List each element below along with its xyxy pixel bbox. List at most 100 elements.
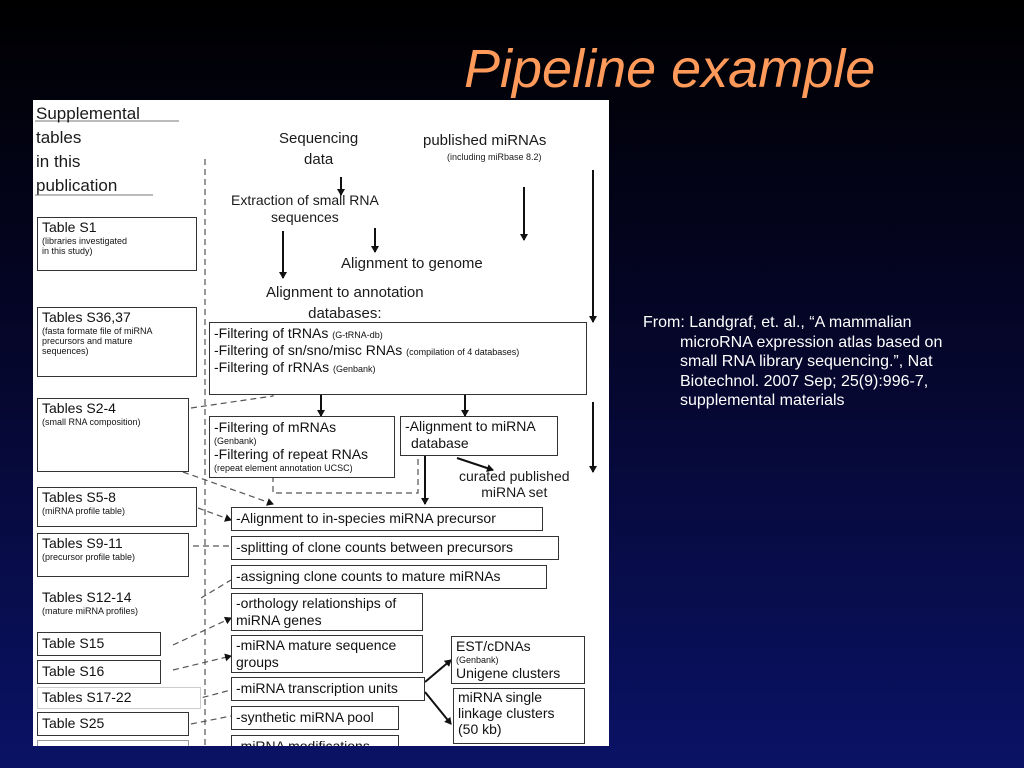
filter-repeat-sub: (repeat element annotation UCSC) — [214, 463, 353, 473]
splitting-box: -splitting of clone counts between precu… — [231, 536, 559, 560]
text-line: -synthetic miRNA pool — [236, 709, 374, 725]
alignment-annotation-step: Alignment to annotation databases: — [266, 282, 424, 324]
citation-line: small RNA library sequencing.”, Nat — [680, 353, 933, 370]
sequencing-data-label: Sequencing data — [279, 128, 358, 170]
dashed-connectors — [172, 159, 419, 746]
text-line: databases: — [308, 305, 382, 322]
text-line: -Alignment to in-species miRNA precursor — [236, 510, 496, 526]
table-extra-box — [37, 740, 189, 746]
filter-rrna-sub: (Genbank) — [333, 364, 376, 374]
modifications-box: -miRNA modifications — [231, 735, 399, 746]
table-s16-box: Table S16 — [37, 660, 161, 684]
table-label: Tables S5-8 — [42, 489, 116, 505]
header-line: in this — [36, 152, 81, 171]
alignment-genome-step: Alignment to genome — [341, 255, 483, 272]
text-line: -assigning clone counts to mature miRNAs — [236, 568, 501, 584]
citation-line: Biotechnol. 2007 Sep; 25(9):996-7, — [680, 372, 929, 390]
orthology-box: -orthology relationships of miRNA genes — [231, 593, 423, 631]
table-label: Table S15 — [42, 635, 105, 651]
table-sub: sequences) — [42, 346, 89, 356]
table-s25-box: Table S25 — [37, 712, 189, 736]
table-label: Table S16 — [42, 663, 105, 679]
align-mirna-db-box: -Alignment to miRNA database — [400, 416, 558, 456]
header-line: tables — [36, 128, 82, 147]
table-sub: (libraries investigated — [42, 236, 128, 246]
text-line: -Alignment to miRNA — [405, 418, 536, 434]
linkage-clusters-box: miRNA single linkage clusters (50 kb) — [453, 688, 585, 744]
text-line: Unigene clusters — [456, 665, 561, 681]
slide-title: Pipeline example — [464, 39, 876, 99]
header-line: Supplemental — [36, 104, 140, 123]
text-line: curated published — [459, 468, 570, 484]
citation-line: microRNA expression atlas based on — [680, 333, 943, 351]
table-s9-box: Tables S9-11 (precursor profile table) — [37, 533, 189, 577]
text-line: -orthology relationships of — [236, 595, 397, 611]
table-s2-box: Tables S2-4 (small RNA composition) — [37, 398, 189, 472]
text-line: Sequencing — [279, 130, 359, 147]
arrow-tu-linkage — [424, 691, 452, 725]
filter-rrna: -Filtering of rRNAs — [214, 359, 330, 375]
table-s1-box: Table S1 (libraries investigated in this… — [37, 217, 197, 271]
filter-mrna-sub: (Genbank) — [214, 436, 257, 446]
text-line: miRNA set — [481, 484, 548, 500]
text-line: EST/cDNAs — [456, 638, 531, 654]
table-label: Table S25 — [42, 715, 105, 731]
table-sub: (mature miRNA profiles) — [42, 606, 139, 616]
table-label: Tables S2-4 — [42, 400, 116, 416]
table-s17-box: Tables S17-22 — [37, 687, 201, 709]
table-s5-box: Tables S5-8 (miRNA profile table) — [37, 487, 197, 527]
filter-trna: -Filtering of tRNAs — [214, 325, 329, 341]
table-sub: (precursor profile table) — [42, 552, 136, 562]
published-mirnas-sub: (including miRbase 8.2) — [447, 152, 542, 162]
curated-mirna-set: curated published miRNA set — [459, 468, 570, 500]
filter-repeat: -Filtering of repeat RNAs — [214, 446, 369, 462]
filter-sno: -Filtering of sn/sno/misc RNAs — [214, 342, 403, 358]
table-label: Table S1 — [42, 219, 97, 235]
est-sub: (Genbank) — [456, 655, 499, 665]
text-line: sequences — [271, 209, 339, 225]
text-line: -miRNA transcription units — [236, 680, 398, 696]
extraction-step: Extraction of small RNA sequences — [231, 192, 379, 226]
filter-trna-sub: (G-tRNA-db) — [332, 330, 383, 340]
mature-groups-box: -miRNA mature sequence groups — [231, 635, 423, 673]
arrow-db-curated — [456, 457, 494, 472]
table-sub: (miRNA profile table) — [42, 506, 126, 516]
table-s15-box: Table S15 — [37, 632, 161, 656]
transcription-units-box: -miRNA transcription units — [231, 677, 425, 701]
arrow-tu-est — [424, 659, 452, 683]
table-sub: in this study) — [42, 246, 93, 256]
filter-mrna: -Filtering of mRNAs — [214, 419, 337, 435]
text-line: groups — [236, 654, 279, 670]
table-label: Tables S17-22 — [42, 689, 132, 705]
align-precursor-box: -Alignment to in-species miRNA precursor — [231, 507, 543, 531]
text-line: Extraction of small RNA — [231, 192, 379, 208]
table-sub: precursors and mature — [42, 336, 133, 346]
citation-text: From: Landgraf, et. al., “A mammalian mi… — [643, 313, 1013, 411]
citation-line: From: Landgraf, et. al., “A mammalian — [643, 314, 912, 331]
header-line: publication — [36, 176, 118, 195]
text-line: miRNA single — [458, 689, 543, 705]
text-line: database — [411, 435, 469, 451]
mrna-repeat-filter-box: -Filtering of mRNAs (Genbank) -Filtering… — [209, 416, 395, 478]
text-line: linkage clusters — [458, 705, 555, 721]
table-s12-box: Tables S12-14 (mature miRNA profiles) — [37, 587, 201, 627]
table-sub: (small RNA composition) — [42, 417, 141, 427]
table-label: Tables S36,37 — [42, 309, 131, 325]
text-line: Alignment to annotation — [266, 284, 424, 301]
underline-marks — [35, 120, 179, 196]
text-line: (50 kb) — [458, 721, 502, 737]
supplemental-header: Supplemental tables in this publication — [36, 102, 140, 198]
est-cdna-box: EST/cDNAs (Genbank) Unigene clusters — [451, 636, 585, 684]
text-line: miRNA genes — [236, 612, 322, 628]
synthetic-pool-box: -synthetic miRNA pool — [231, 706, 399, 730]
pipeline-figure: Supplemental tables in this publication … — [33, 100, 609, 746]
table-sub: (fasta formate file of miRNA — [42, 326, 153, 336]
assigning-box: -assigning clone counts to mature miRNAs — [231, 565, 547, 589]
annotation-filter-box: -Filtering of tRNAs (G-tRNA-db) -Filteri… — [209, 322, 587, 395]
text-line: data — [304, 151, 334, 168]
text-line: -miRNA mature sequence — [236, 637, 397, 653]
published-mirnas-label: published miRNAs — [423, 132, 547, 149]
table-label: Tables S12-14 — [42, 589, 132, 605]
table-s36-box: Tables S36,37 (fasta formate file of miR… — [37, 307, 197, 377]
citation-line: supplemental materials — [680, 392, 845, 409]
